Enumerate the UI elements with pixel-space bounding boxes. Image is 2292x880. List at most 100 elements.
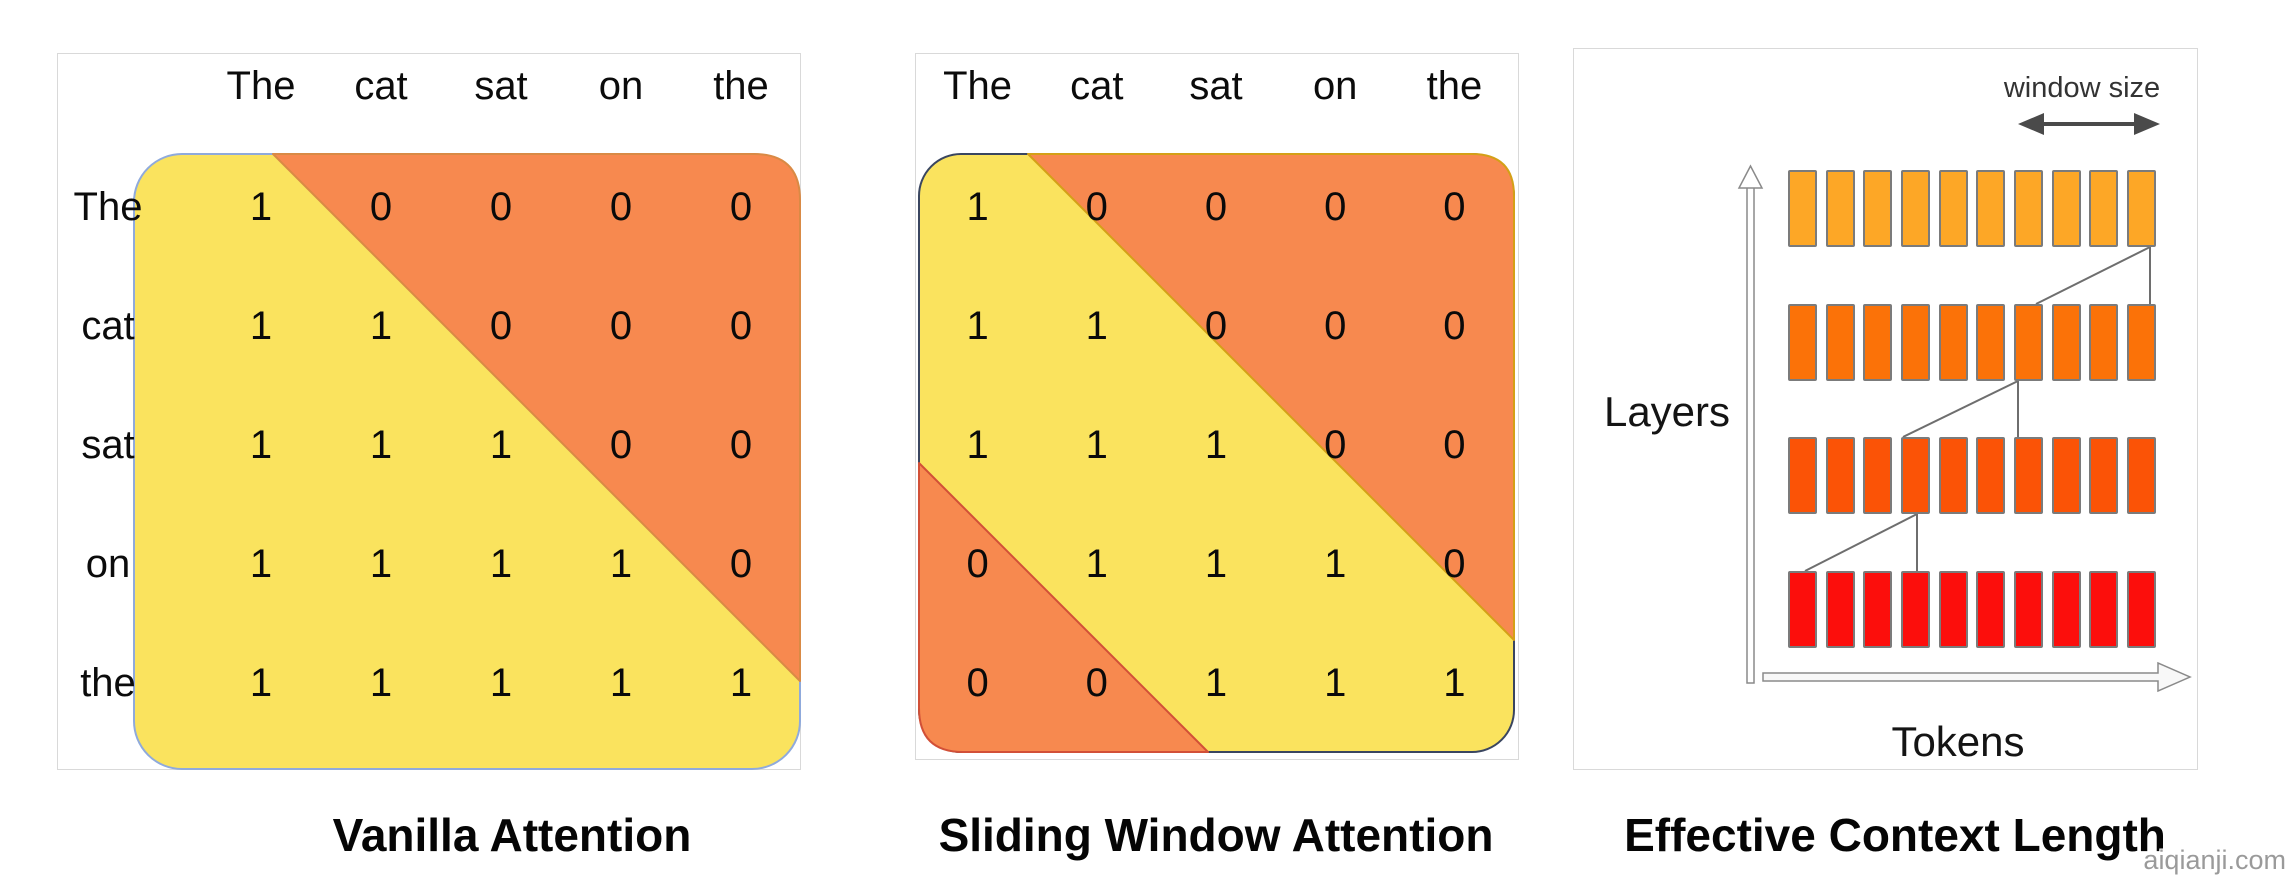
sliding-caption: Sliding Window Attention: [938, 809, 1494, 861]
sliding-column-headers: The cat sat on the: [918, 64, 1514, 108]
matrix-cell: 0: [966, 542, 989, 586]
matrix-cell: 0: [1443, 304, 1466, 348]
matrix-cell: 0: [1085, 185, 1108, 229]
matrix-cell: 0: [729, 185, 753, 229]
matrix-cell: 1: [249, 185, 273, 229]
row-label: on: [85, 542, 131, 586]
token-bar: [1863, 437, 1893, 514]
matrix-cell: 1: [489, 661, 513, 705]
token-bar: [2013, 437, 2043, 514]
token-bar: [1938, 304, 1968, 381]
row-label: sat: [81, 423, 135, 467]
matrix-cell: 0: [1204, 304, 1228, 348]
token-bar: [1900, 170, 1930, 247]
token-bar: [2013, 304, 2043, 381]
matrix-cell: 0: [729, 423, 753, 467]
matrix-cell: 1: [966, 423, 989, 467]
vanilla-orange-region: [272, 153, 801, 682]
row-label: The: [73, 185, 143, 229]
token-bar: [2089, 571, 2119, 648]
matrix-cell: 1: [1204, 542, 1228, 586]
layers-axis-label: Layers: [1603, 388, 1731, 435]
vanilla-caption: Vanilla Attention: [332, 809, 692, 861]
layer-row-2: [1788, 304, 2156, 381]
column-header: the: [713, 64, 769, 108]
token-bar: [1938, 571, 1968, 648]
context-caption: Effective Context Length: [1624, 809, 2166, 861]
matrix-cell: 0: [729, 542, 753, 586]
matrix-cell: 1: [369, 542, 393, 586]
matrix-cell: 1: [369, 423, 393, 467]
row-label: the: [80, 661, 136, 705]
window-size-arrow: [2018, 113, 2160, 135]
token-bar: [2089, 170, 2119, 247]
matrix-cell: 0: [1324, 423, 1347, 467]
matrix-cell: 1: [1443, 661, 1466, 705]
token-bar: [1938, 437, 1968, 514]
token-bar: [1900, 437, 1930, 514]
matrix-cell: 1: [249, 423, 273, 467]
sliding-matrix-values: 1 0 0 0 0 1 1 0 0 0 1 1 1 0 0 0 1 1 1 0 …: [918, 148, 1514, 743]
token-bar: [2089, 437, 2119, 514]
matrix-cell: 1: [1204, 423, 1228, 467]
matrix-cell: 1: [1204, 661, 1228, 705]
matrix-cell: 1: [489, 423, 513, 467]
column-header: on: [1312, 64, 1358, 108]
token-bar: [1825, 571, 1855, 648]
token-bar: [1788, 304, 1817, 381]
token-bar: [1788, 170, 1817, 247]
matrix-cell: 1: [966, 304, 989, 348]
matrix-cell: 0: [729, 304, 753, 348]
token-bar: [1976, 571, 2006, 648]
matrix-cell: 1: [1085, 304, 1108, 348]
matrix-cell: 0: [1324, 185, 1347, 229]
matrix-cell: 1: [249, 304, 273, 348]
token-bar: [1825, 170, 1855, 247]
token-bar: [1976, 170, 2006, 247]
column-header: The: [226, 64, 296, 108]
column-header: The: [943, 64, 1013, 108]
matrix-cell: 0: [609, 304, 633, 348]
column-header: sat: [1189, 64, 1243, 108]
tokens-axis-label: Tokens: [1891, 718, 2025, 765]
token-bar: [2013, 170, 2043, 247]
vanilla-row-labels: The cat sat on the: [48, 148, 168, 743]
sliding-matrix-graphic: [918, 153, 1515, 753]
matrix-cell: 0: [1443, 185, 1466, 229]
token-bar: [1976, 304, 2006, 381]
matrix-cell: 1: [249, 542, 273, 586]
sliding-orange-bottomleft-region: [918, 462, 1209, 753]
matrix-cell: 0: [1443, 423, 1466, 467]
token-bar: [2126, 170, 2156, 247]
matrix-cell: 0: [1204, 185, 1228, 229]
token-bar: [2051, 170, 2081, 247]
vanilla-matrix-graphic: [133, 153, 801, 770]
matrix-cell: 1: [966, 185, 989, 229]
matrix-cell: 1: [489, 542, 513, 586]
token-bar: [2013, 571, 2043, 648]
column-header: cat: [1070, 64, 1124, 108]
row-label: cat: [81, 304, 135, 348]
token-bar: [1825, 304, 1855, 381]
matrix-cell: 1: [249, 661, 273, 705]
layer-row-1: [1788, 170, 2156, 247]
matrix-cell: 1: [609, 661, 633, 705]
matrix-cell: 0: [1085, 661, 1108, 705]
sliding-orange-topright-region: [1027, 153, 1515, 641]
layers-axis-arrow: [1737, 164, 1764, 684]
matrix-cell: 1: [1085, 542, 1108, 586]
matrix-cell: 0: [609, 185, 633, 229]
token-bar: [1788, 571, 1817, 648]
column-header: sat: [474, 64, 528, 108]
matrix-cell: 0: [1324, 304, 1347, 348]
matrix-cell: 1: [609, 542, 633, 586]
token-bar: [2051, 304, 2081, 381]
token-bar: [2126, 437, 2156, 514]
matrix-cell: 0: [1443, 542, 1466, 586]
token-bar: [1976, 437, 2006, 514]
tokens-axis-arrow: [1762, 661, 2192, 693]
vanilla-column-headers: The cat sat on the: [201, 64, 801, 108]
layer-row-3: [1788, 437, 2156, 514]
token-bar: [1863, 304, 1893, 381]
token-bar: [1900, 571, 1930, 648]
